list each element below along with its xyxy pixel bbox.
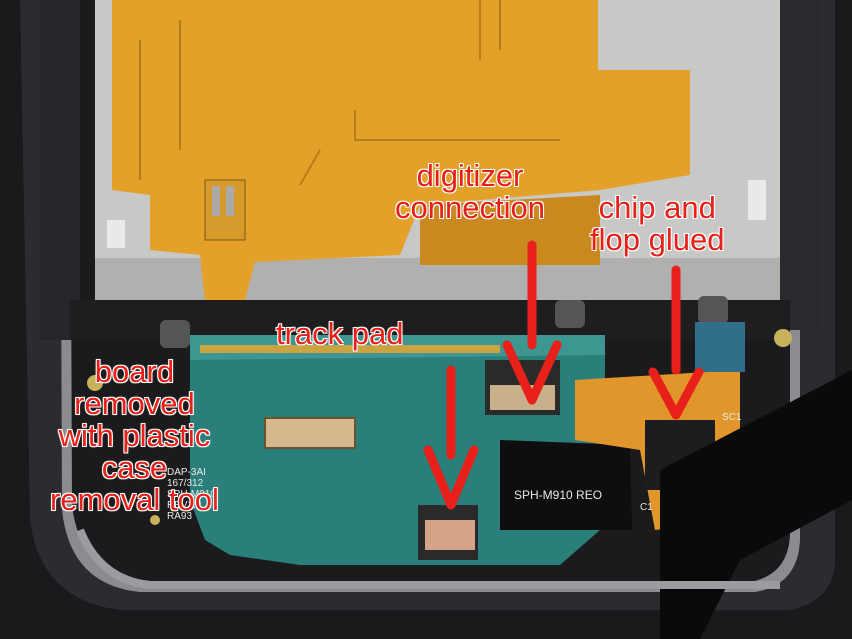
digitizer-annotation-line: connection [395, 190, 545, 225]
board-model-line: DAP-3AI [167, 467, 206, 478]
board-model-line: RA93 [167, 511, 193, 522]
board-annotation-line: removed [74, 386, 195, 421]
board-model-line: 167/312 [167, 478, 204, 489]
board-model-text: DAP-3AI 167/312 SPH-M910 REV1.2 RA93 [167, 467, 216, 522]
digitizer-annotation-line: digitizer [416, 158, 524, 193]
board-annotation-line: case [101, 450, 168, 485]
board-annotation-line: with plastic [58, 418, 211, 453]
c-marking: C1 [640, 502, 653, 513]
board-model-line: REV1.2 [167, 500, 202, 511]
trackpad-annotation-line: track pad [276, 316, 404, 351]
board-annotation-line: removal tool [50, 482, 219, 517]
board-annotation: board removed with plastic case removal … [50, 356, 219, 516]
digitizer-annotation: digitizer connection [395, 160, 545, 224]
chip-annotation-line: flop glued [590, 222, 725, 257]
board-model-line: SPH-M910 [167, 489, 216, 500]
trackpad-annotation: track pad [276, 318, 404, 350]
chip-annotation: chip and flop glued [590, 192, 724, 256]
chip-label: SPH-M910 REO [514, 488, 603, 502]
sc-marking: SC1 [722, 412, 742, 423]
chip-annotation-line: chip and [598, 190, 716, 225]
board-annotation-line: board [94, 354, 175, 389]
